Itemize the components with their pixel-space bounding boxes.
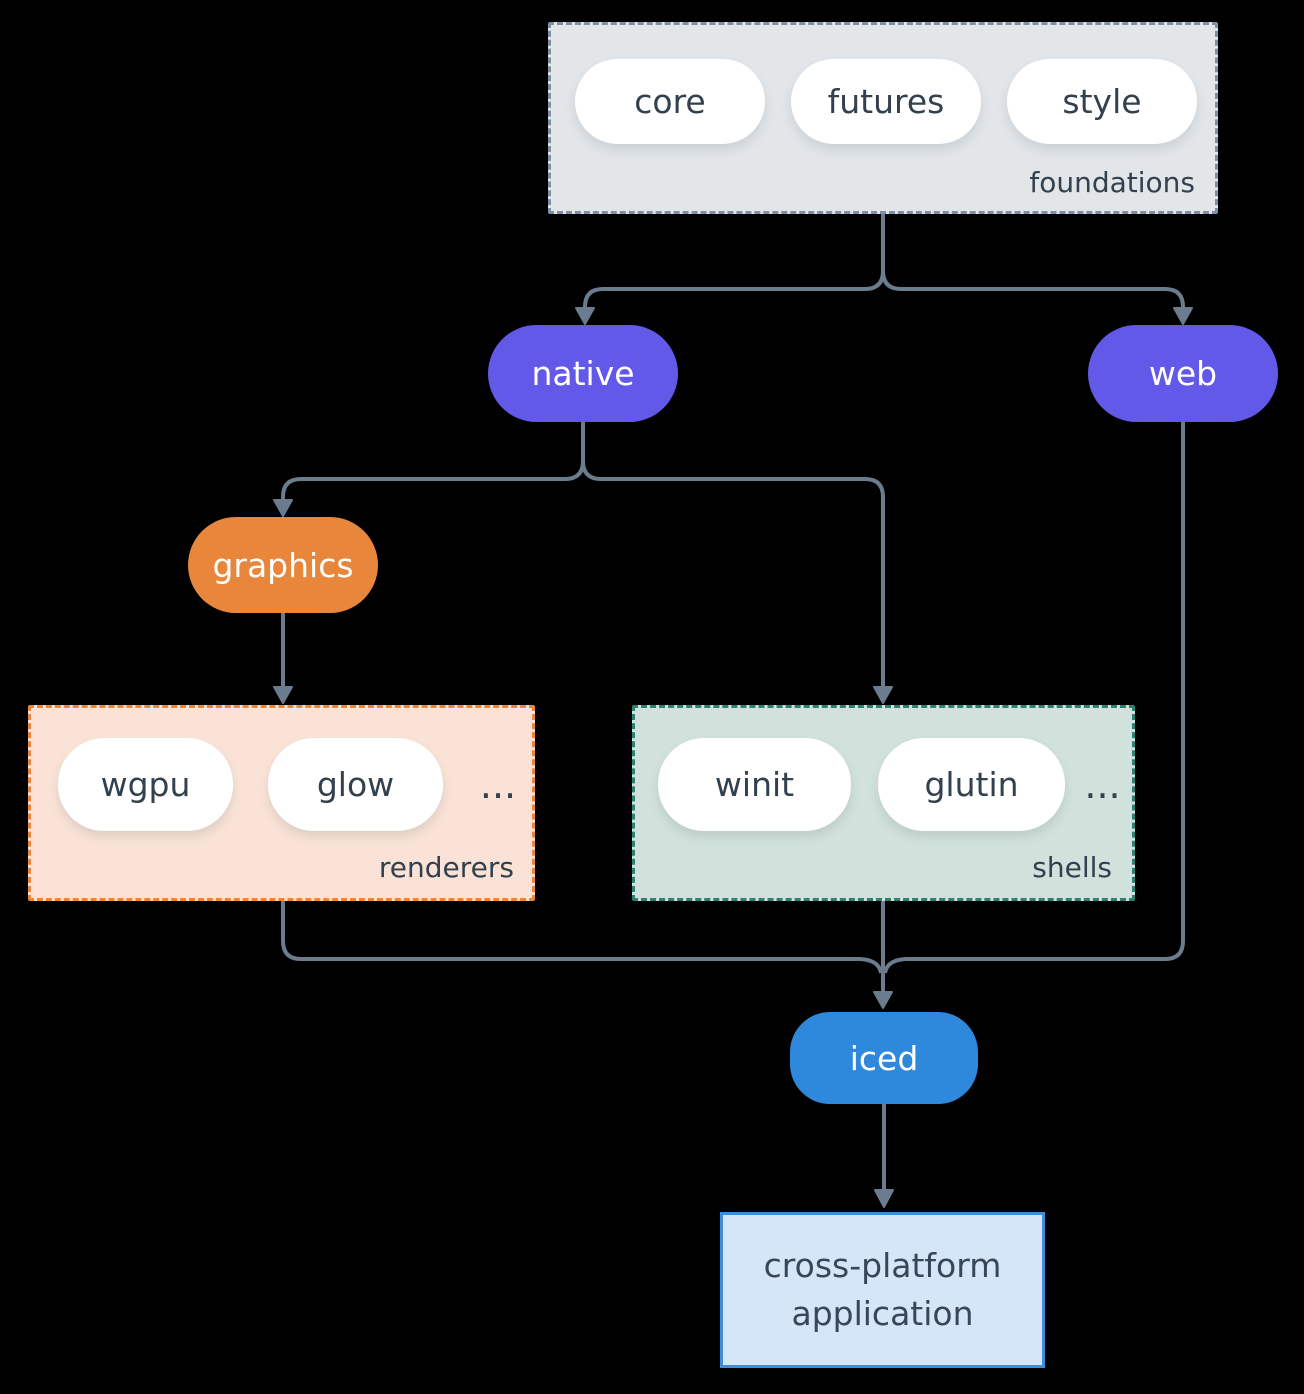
application-label-line1: cross-platform: [763, 1246, 1002, 1286]
node-futures: futures: [791, 59, 981, 144]
arrowhead-shells: [873, 686, 893, 704]
edge-native-shells: [581, 422, 885, 690]
arrowhead-graphics: [273, 499, 293, 517]
arrowhead-iced: [873, 991, 893, 1009]
arrowhead-web: [1173, 307, 1193, 325]
arrowhead-renderers: [273, 686, 293, 704]
arrowhead-native: [575, 307, 595, 325]
node-style: style: [1007, 59, 1197, 144]
node-wgpu: wgpu: [58, 738, 233, 831]
arrowhead-application: [874, 1189, 894, 1208]
node-iced: iced: [790, 1012, 978, 1104]
renderers-ellipsis: ...: [479, 762, 517, 807]
group-shells: winit glutin ... shells: [632, 705, 1135, 901]
node-core: core: [575, 59, 765, 144]
shells-ellipsis: ...: [1084, 762, 1121, 807]
group-label-shells: shells: [1032, 851, 1112, 884]
edge-foundations-web: [881, 214, 1185, 312]
edge-web-merge: [883, 422, 1185, 974]
node-native: native: [488, 325, 678, 422]
node-cross-platform-application: cross-platform application: [720, 1212, 1045, 1368]
group-renderers: wgpu glow ... renderers: [28, 705, 535, 901]
edge-renderers-merge: [281, 901, 883, 974]
application-label-line2: application: [791, 1294, 974, 1333]
node-winit: winit: [658, 738, 851, 831]
node-glutin: glutin: [878, 738, 1065, 831]
edge-native-graphics: [281, 422, 585, 504]
group-label-renderers: renderers: [378, 851, 514, 884]
node-glow: glow: [268, 738, 443, 831]
node-graphics: graphics: [188, 517, 378, 613]
group-foundations: core futures style foundations: [548, 22, 1218, 214]
edge-foundations-native: [583, 214, 885, 312]
node-web: web: [1088, 325, 1278, 422]
group-label-foundations: foundations: [1029, 166, 1195, 199]
